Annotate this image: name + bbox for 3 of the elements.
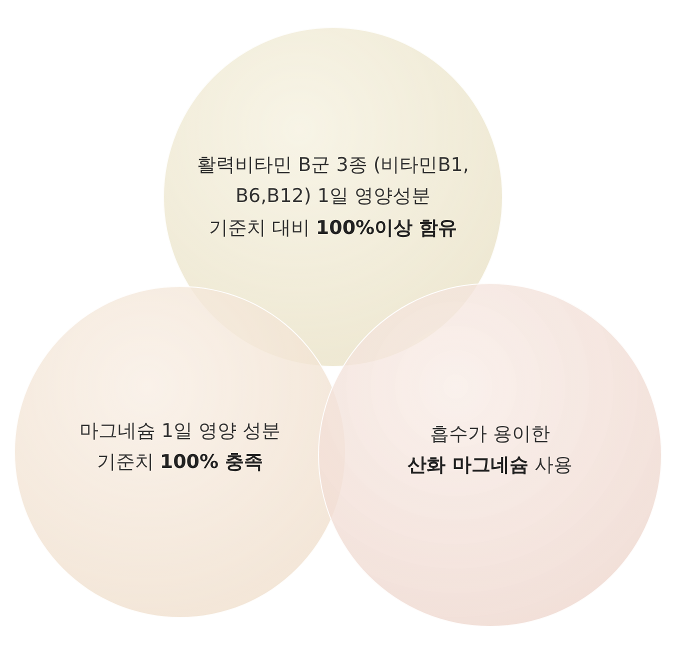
circle-text: 마그네슘 1일 영양 성분 기준치 100% 충족: [78, 418, 282, 475]
circle-text: 활력비타민 B군 3종 (비타민B1, B6,B12) 1일 영양성분 기준치 대비 100%이상 함유: [196, 152, 470, 241]
circle-text: 흡수가 용이한 산화 마그네슘 사용: [406, 422, 574, 478]
